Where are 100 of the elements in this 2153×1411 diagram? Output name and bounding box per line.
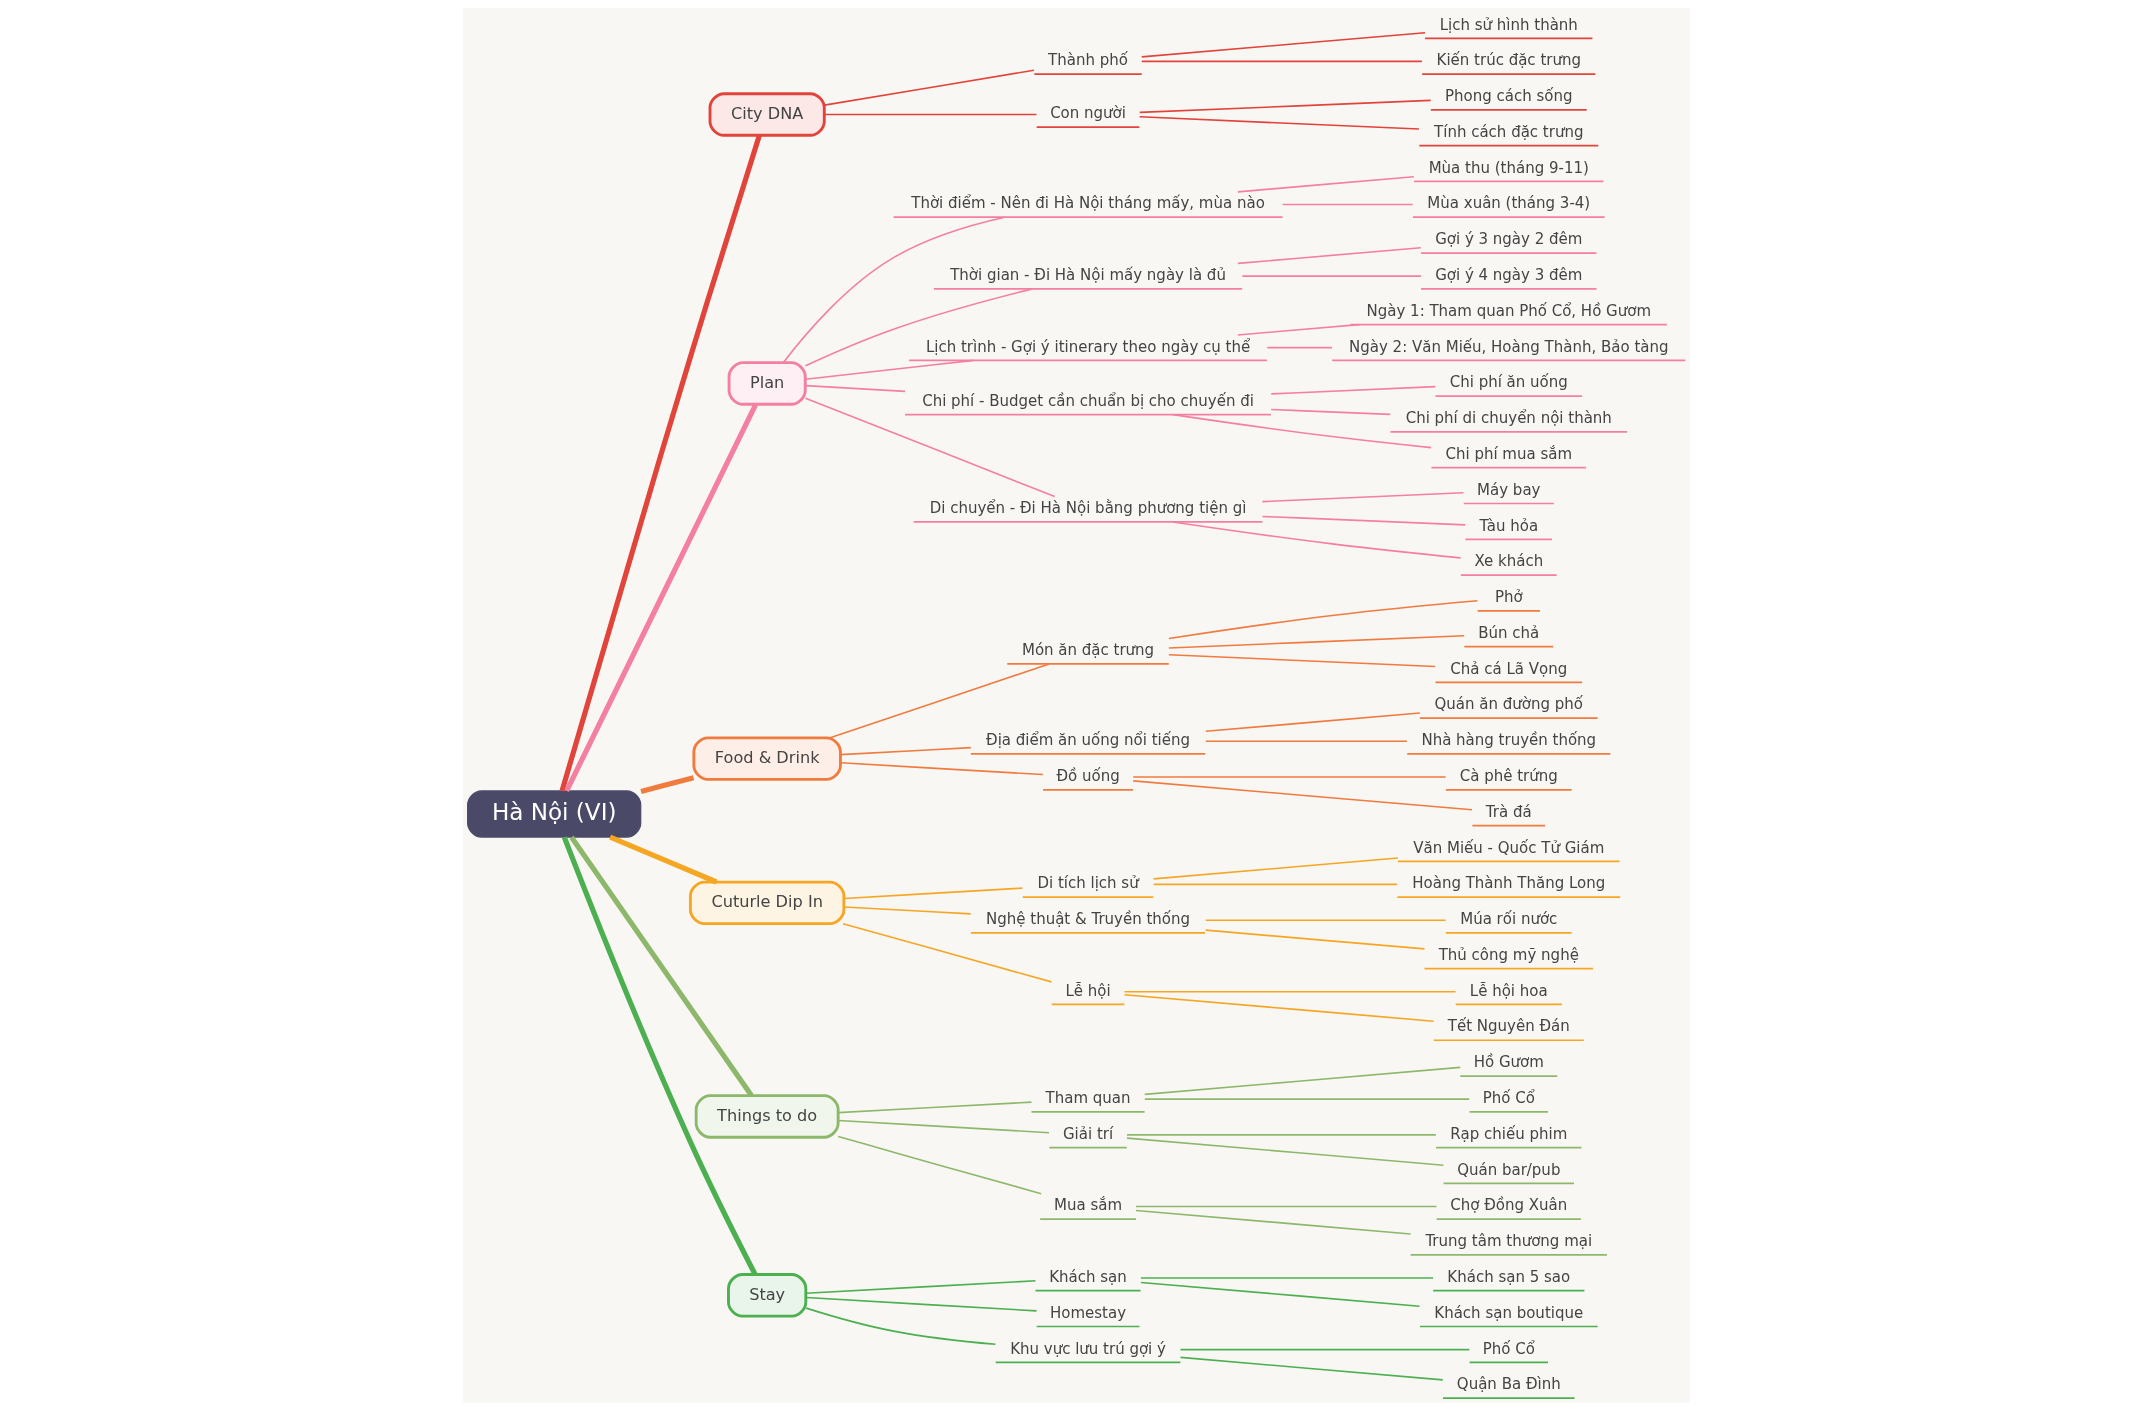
connector	[829, 663, 1050, 739]
node-text: Tết Nguyên Đán	[1447, 1017, 1570, 1036]
connector	[1140, 60, 1423, 63]
connector	[804, 359, 975, 381]
node-box: Hà Nội (VI)	[467, 790, 642, 838]
connector	[561, 836, 758, 1276]
node-text: Trung tâm thương mại	[1425, 1232, 1593, 1251]
connector	[839, 762, 1044, 776]
connector	[1241, 275, 1422, 277]
connector	[837, 1135, 1042, 1195]
node-text: Chả cá Lã Vọng	[1450, 659, 1568, 678]
connector	[559, 134, 762, 792]
connector	[1237, 175, 1415, 193]
node-text: Homestay	[1050, 1303, 1127, 1322]
connector	[1204, 740, 1408, 743]
connector	[804, 288, 1034, 367]
connector	[1179, 1356, 1444, 1381]
node-text: Quán ăn đường phố	[1434, 695, 1584, 714]
node-text: Bún chả	[1478, 623, 1540, 642]
connector	[1237, 323, 1360, 336]
connector	[805, 1280, 1037, 1295]
node-text: Mua sắm	[1054, 1196, 1123, 1215]
node-box: Food & Drink	[692, 736, 842, 781]
node-text: Máy bay	[1477, 480, 1541, 499]
connector	[1179, 1348, 1471, 1351]
node-text: Lịch sử hình thành	[1439, 15, 1578, 34]
connector	[609, 834, 718, 885]
node-text: Thời gian - Đi Hà Nội mấy ngày là đủ	[950, 266, 1226, 285]
node-text: Khách sạn boutique	[1434, 1303, 1584, 1322]
connector	[805, 1296, 1038, 1312]
node-text: Ngày 1: Tham quan Phố Cổ, Hồ Gươm	[1366, 301, 1652, 320]
connector	[1261, 515, 1467, 526]
connector	[1123, 990, 1457, 993]
node-text: Nhà hàng truyền thống	[1421, 731, 1597, 750]
connector	[564, 403, 758, 792]
node-text: Gợi ý 4 ngày 3 đêm	[1435, 266, 1583, 285]
node-text: Lễ hội hoa	[1469, 981, 1548, 1000]
node-text: Mùa xuân (tháng 3-4)	[1427, 194, 1591, 213]
node-text: Lịch trình - Gợi ý itinerary theo ngày cụ thể	[925, 337, 1251, 356]
connector	[1172, 413, 1432, 449]
connector	[842, 922, 1053, 983]
node-text: Hoàng Thành Thăng Long	[1412, 874, 1606, 893]
node-text: Khách sạn	[1049, 1267, 1127, 1286]
connector	[782, 216, 1006, 364]
node-text: Chi phí mua sắm	[1445, 444, 1573, 463]
node-text: Quận Ba Đình	[1456, 1375, 1561, 1394]
node-text: Cà phê trứng	[1459, 766, 1558, 785]
connector	[1138, 99, 1432, 114]
node-text: Ngày 2: Văn Miếu, Hoàng Thành, Bảo tàng	[1349, 337, 1669, 356]
connector	[1152, 857, 1399, 880]
node-text: Mùa thu (tháng 9-11)	[1428, 158, 1589, 177]
node-text: Tàu hỏa	[1479, 516, 1539, 535]
node-text: Con người	[1050, 104, 1126, 123]
connector	[1204, 919, 1447, 921]
node-text: Khách sạn 5 sao	[1447, 1267, 1571, 1286]
node-text: Kiến trúc đặc trưng	[1436, 51, 1581, 70]
connector	[1237, 246, 1422, 265]
node-text: Địa điểm ăn uống nổi tiếng	[986, 731, 1190, 750]
connector	[1132, 776, 1447, 778]
connector	[1266, 346, 1333, 349]
connector	[1126, 1137, 1445, 1166]
node-text: Phố Cổ	[1482, 1089, 1535, 1108]
node-text: Chi phí - Budget cần chuẩn bị cho chuyến đi	[922, 391, 1254, 410]
node-text: Phong cách sống	[1445, 87, 1573, 106]
node-text: Xe khách	[1474, 552, 1544, 571]
node-box: Plan	[727, 361, 807, 406]
connector	[805, 1307, 997, 1346]
connector	[839, 746, 972, 756]
node-text: Nghệ thuật & Truyền thống	[986, 910, 1191, 929]
node-text: Phở	[1494, 588, 1523, 607]
node-text: Trà đá	[1485, 802, 1532, 821]
connector	[1132, 780, 1473, 811]
connector	[1270, 408, 1391, 416]
node-text: Lễ hội	[1065, 981, 1111, 1000]
connector	[1135, 1205, 1438, 1208]
connector	[823, 113, 1038, 116]
node-text: Gợi ý 3 ngày 2 đêm	[1435, 230, 1583, 249]
connector	[1143, 1066, 1462, 1096]
connector	[1140, 31, 1426, 58]
node-box: City DNA	[708, 92, 826, 137]
node-text: Giải trí	[1062, 1124, 1114, 1143]
connector	[1140, 1281, 1421, 1308]
connector	[837, 1101, 1033, 1114]
connector	[1204, 929, 1426, 950]
node-text: Món ăn đặc trưng	[1021, 641, 1155, 660]
connector	[823, 69, 1035, 106]
connector	[1140, 1277, 1434, 1279]
connector	[569, 835, 754, 1098]
node-text: Chi phí ăn uống	[1449, 373, 1568, 392]
connector	[843, 906, 972, 915]
connector	[1172, 521, 1462, 559]
node-text: Tính cách đặc trưng	[1434, 122, 1584, 141]
node-text: Thành phố	[1048, 51, 1128, 70]
connector	[1123, 994, 1435, 1023]
connector	[804, 384, 906, 393]
connector	[1126, 1134, 1437, 1136]
connector	[1135, 1209, 1412, 1235]
node-text: Chợ Đồng Xuân	[1450, 1196, 1568, 1215]
node-text: Di tích lịch sử	[1037, 874, 1139, 893]
node-text: Tham quan	[1045, 1089, 1131, 1108]
